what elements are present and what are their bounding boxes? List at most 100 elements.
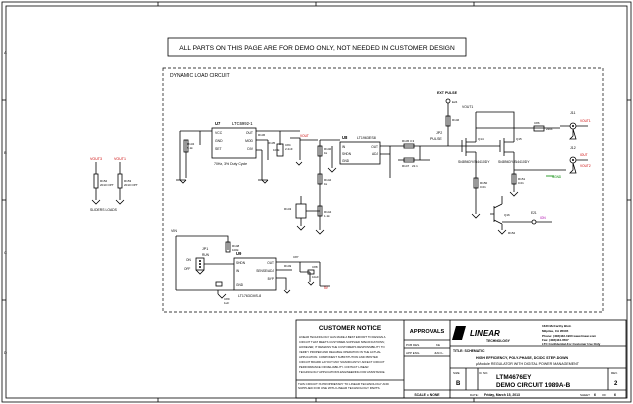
svg-text:R149: R149 [284,264,292,268]
left-load-markers: VOUT3 VOUT1 R152 2010 OPT R153 2010 OPT … [90,157,138,212]
svg-text:100k: 100k [273,148,280,152]
svg-text:R136: R136 [258,133,266,137]
svg-text:R134: R134 [187,142,195,146]
svg-text:OUT: OUT [246,131,253,135]
svg-text:SHDN: SHDN [236,261,246,265]
svg-text:R145: R145 [402,139,410,143]
svg-text:IN: IN [236,269,240,273]
svg-text:C89: C89 [224,297,230,301]
svg-text:22uF: 22uF [546,127,553,131]
svg-text:1k: 1k [324,151,328,155]
svg-text:ION: ION [540,216,546,220]
svg-text:2.2nF: 2.2nF [285,147,293,151]
svg-text:MOD: MOD [245,139,253,143]
svg-text:Q14: Q14 [478,137,484,141]
svg-text:E24: E24 [452,100,458,104]
svg-text:C86: C86 [534,121,540,125]
svg-text:VOUT2: VOUT2 [580,164,591,168]
svg-text:VCC: VCC [215,131,223,135]
svg-text:R146: R146 [452,118,460,122]
mosfet-q15: Si4894DY/Si4410DY Q15 [498,128,530,170]
svg-text:VOUT3: VOUT3 [90,157,102,161]
svg-text:5.1k: 5.1k [187,146,193,150]
border-letters: A B C D [4,50,7,355]
trim-pot: R143 [284,196,320,231]
svg-text:B: B [4,150,7,155]
svg-text:JP2: JP2 [436,131,442,135]
svg-text:GND: GND [236,283,244,287]
svg-text:CIRCUIT THAT MEETS CUSTOMER-SU: CIRCUIT THAT MEETS CUSTOMER-SUPPLIED SPE… [299,340,385,344]
svg-text:SCALE = NONE: SCALE = NONE [414,393,440,397]
svg-text:SIZE: SIZE [453,371,460,375]
svg-text:R153: R153 [124,179,132,183]
svg-text:LINEAR TECHNOLOGY HAS MADE A B: LINEAR TECHNOLOGY HAS MADE A BEST EFFORT… [299,335,386,339]
svg-text:22.1: 22.1 [412,164,418,168]
svg-text:B: B [456,381,461,387]
svg-text:Si4894DY/Si4410DY: Si4894DY/Si4410DY [458,160,490,164]
svg-text:TECHNOLOGY APPLICATIONS ENGINE: TECHNOLOGY APPLICATIONS ENGINEERING FOR … [299,370,385,374]
svg-text:R142: R142 [324,178,332,182]
svg-text:1uF: 1uF [224,301,229,305]
svg-text:ADJ: ADJ [372,152,378,156]
svg-text:OUT: OUT [371,145,378,149]
svg-text:Q15: Q15 [516,137,522,141]
svg-text:LINEAR: LINEAR [470,329,500,338]
svg-text:Si4894DY/Si4410DY: Si4894DY/Si4410DY [498,160,530,164]
svg-text:ON: ON [186,258,191,262]
svg-text:R135: R135 [268,141,276,145]
svg-text:VIN: VIN [171,229,177,233]
svg-text:R152: R152 [100,179,108,183]
header-note-box [167,37,467,57]
svg-text:GND: GND [215,139,223,143]
svg-text:GND: GND [342,159,350,163]
svg-text:APPROVALS: APPROVALS [410,329,445,335]
svg-text:VOUT1: VOUT1 [114,157,126,161]
svg-text:TECHNOLOGY: TECHNOLOGY [486,339,511,343]
svg-text:Phone: (408)432-1900 www.lin: Phone: (408)432-1900 www.linear.com [542,334,596,338]
svg-text:SLIDERS LOADS: SLIDERS LOADS [90,208,118,212]
svg-text:LTM4676EY: LTM4676EY [496,374,532,381]
svg-text:SENSE/ADJ: SENSE/ADJ [256,269,274,273]
svg-text:HIGH EFFICIENCY, POLY-PHASE, D: HIGH EFFICIENCY, POLY-PHASE, DC/DC STEP-… [476,356,569,360]
svg-text:LT1763CMS-8: LT1763CMS-8 [238,294,261,298]
svg-text:C84: C84 [285,143,291,147]
svg-text:R148: R148 [232,244,240,248]
svg-text:6: 6 [594,393,596,397]
svg-text:DIV: DIV [247,147,253,151]
svg-text:LT1963ES8: LT1963ES8 [357,136,376,140]
svg-text:2010 OPT: 2010 OPT [100,183,114,187]
svg-text:1630 McCarthy Blvd.: 1630 McCarthy Blvd. [542,324,572,328]
svg-text:1.1k: 1.1k [324,214,330,218]
svg-text:0.01: 0.01 [518,181,524,185]
svg-text:LTC Confidential-For Customer: LTC Confidential-For Customer Use Only [542,342,601,346]
svg-text:CIRCUIT BOARD LAYOUT MAY SIGNI: CIRCUIT BOARD LAYOUT MAY SIGNIFICANTLY A… [299,360,385,364]
svg-text:PERFORMANCE OR RELIABILITY. CO: PERFORMANCE OR RELIABILITY. CONTACT LINE… [299,365,368,369]
u8-regulator: U8 LT1963ES8 IN OUT SHDN ADJ GND [339,135,381,165]
svg-text:BYP: BYP [268,277,274,281]
svg-text:VOUT1: VOUT1 [462,105,473,109]
svg-text:OF: OF [602,393,606,397]
dynamic-load-title: DYNAMIC LOAD CIRCUIT [170,73,230,79]
svg-text:IOUT: IOUT [580,153,588,157]
jp1-jumper: JP1 RUN ON OFF [184,247,234,275]
svg-text:HOWEVER, IT REMAINS THE CUSTOM: HOWEVER, IT REMAINS THE CUSTOMER'S RESPO… [299,345,386,349]
svg-text:IC NO.: IC NO. [479,371,488,375]
svg-text:R151: R151 [518,177,526,181]
svg-text:R144: R144 [324,210,332,214]
svg-text:DEMO CIRCUIT 1989A-B: DEMO CIRCUIT 1989A-B [496,382,571,389]
svg-text:U9: U9 [236,251,242,256]
svg-text:2: 2 [614,381,618,387]
svg-text:Milpitas, CA 95035: Milpitas, CA 95035 [542,329,569,333]
svg-text:R140: R140 [324,147,332,151]
svg-text:APP ENG.: APP ENG. [406,351,420,355]
u7-timer: U7 LTC6992-1 VCC GND SET OUT MOD DIV 70H… [211,121,257,166]
svg-text:U7: U7 [215,121,221,126]
svg-text:A: A [4,50,7,55]
svg-text:10uF: 10uF [312,275,319,279]
svg-text:Q16: Q16 [504,213,510,217]
svg-text:EXT PULSE: EXT PULSE [437,91,458,95]
header-note: ALL PARTS ON THIS PAGE ARE FOR DEMO ONLY… [179,45,455,52]
svg-text:Friday, March 15, 2013: Friday, March 15, 2013 [484,393,520,397]
